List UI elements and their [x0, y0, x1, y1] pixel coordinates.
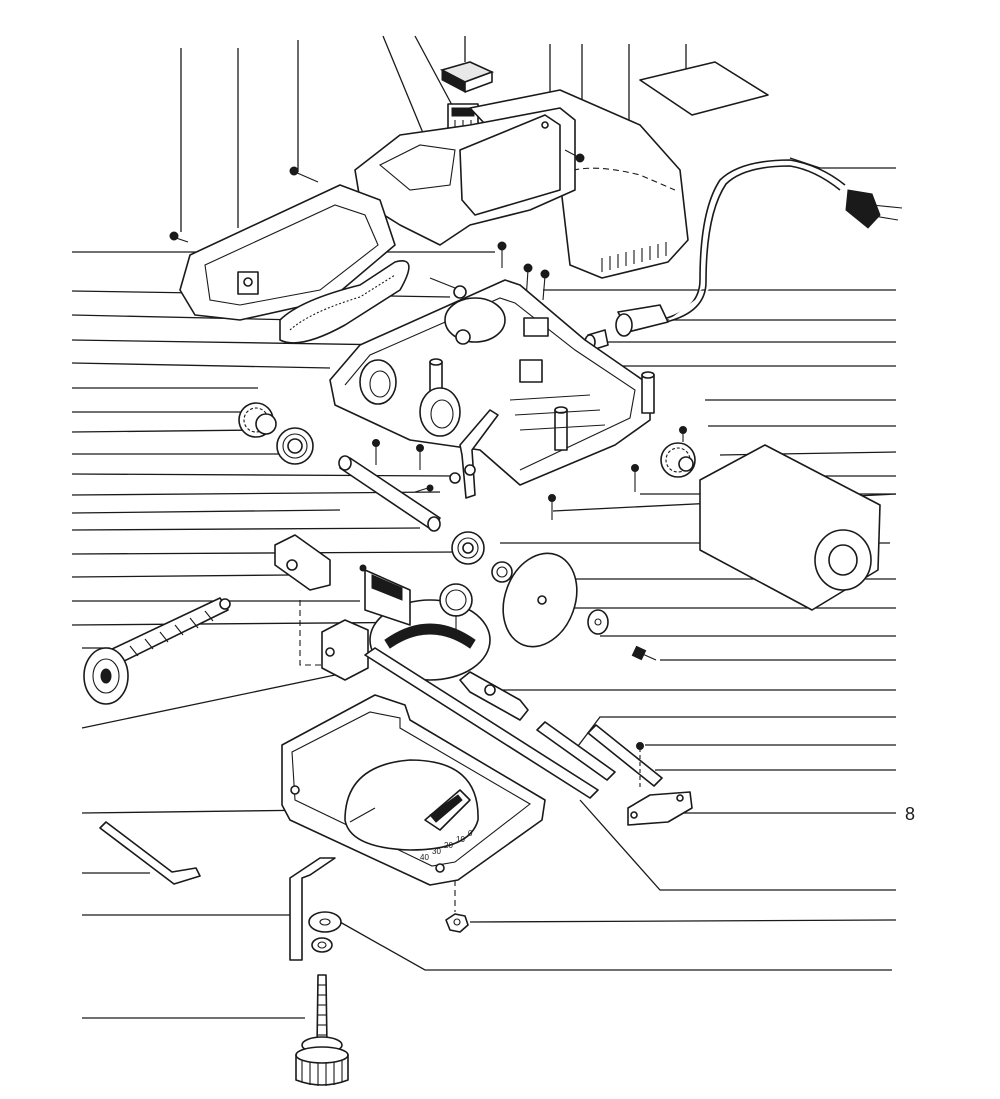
clamp-bolt [295, 974, 349, 1086]
vent-slots [601, 242, 667, 272]
main-housing [329, 279, 655, 486]
motor [660, 442, 881, 611]
stop-block [627, 791, 693, 826]
scale-label-0: 0 [468, 829, 473, 838]
shaft [338, 455, 441, 532]
vise-block [321, 619, 369, 681]
drive-belt [279, 260, 410, 344]
callout-label-8: 8 [905, 804, 915, 824]
left-leader-lines [71, 251, 495, 1019]
power-plug-icon [845, 189, 903, 229]
clamp-rod [289, 857, 336, 961]
scale-label-20: 20 [444, 841, 453, 850]
bearing-blocks [359, 359, 461, 437]
top-leader-lines [180, 35, 687, 232]
clamp-jaw [274, 534, 331, 591]
lower-bearing [451, 531, 513, 583]
washers [308, 911, 342, 953]
assembly-guide-left [299, 600, 322, 666]
knob-icon [83, 647, 129, 705]
guide-rods [364, 647, 663, 799]
hex-key-icon [99, 821, 201, 885]
angle-scale: 40 30 20 10 0 [420, 829, 473, 862]
label-sticker [639, 61, 769, 116]
scale-label-40: 40 [420, 853, 429, 862]
switch-button [439, 61, 495, 93]
hex-nut [445, 880, 469, 933]
base-plate: 40 30 20 10 0 [281, 694, 546, 886]
cutting-disc [502, 552, 657, 661]
scale-label-30: 30 [432, 847, 441, 856]
locking-lever [459, 409, 499, 499]
vise-turntable [359, 564, 491, 681]
power-cord [584, 159, 903, 351]
top-screws [169, 149, 585, 301]
gear-icon [238, 402, 277, 438]
scale-label-10: 10 [456, 835, 465, 844]
handle-housing [354, 107, 576, 246]
bearing-left [276, 427, 314, 465]
middle-screws [372, 426, 687, 520]
feed-screw [83, 597, 231, 705]
disc-screw [631, 645, 657, 661]
